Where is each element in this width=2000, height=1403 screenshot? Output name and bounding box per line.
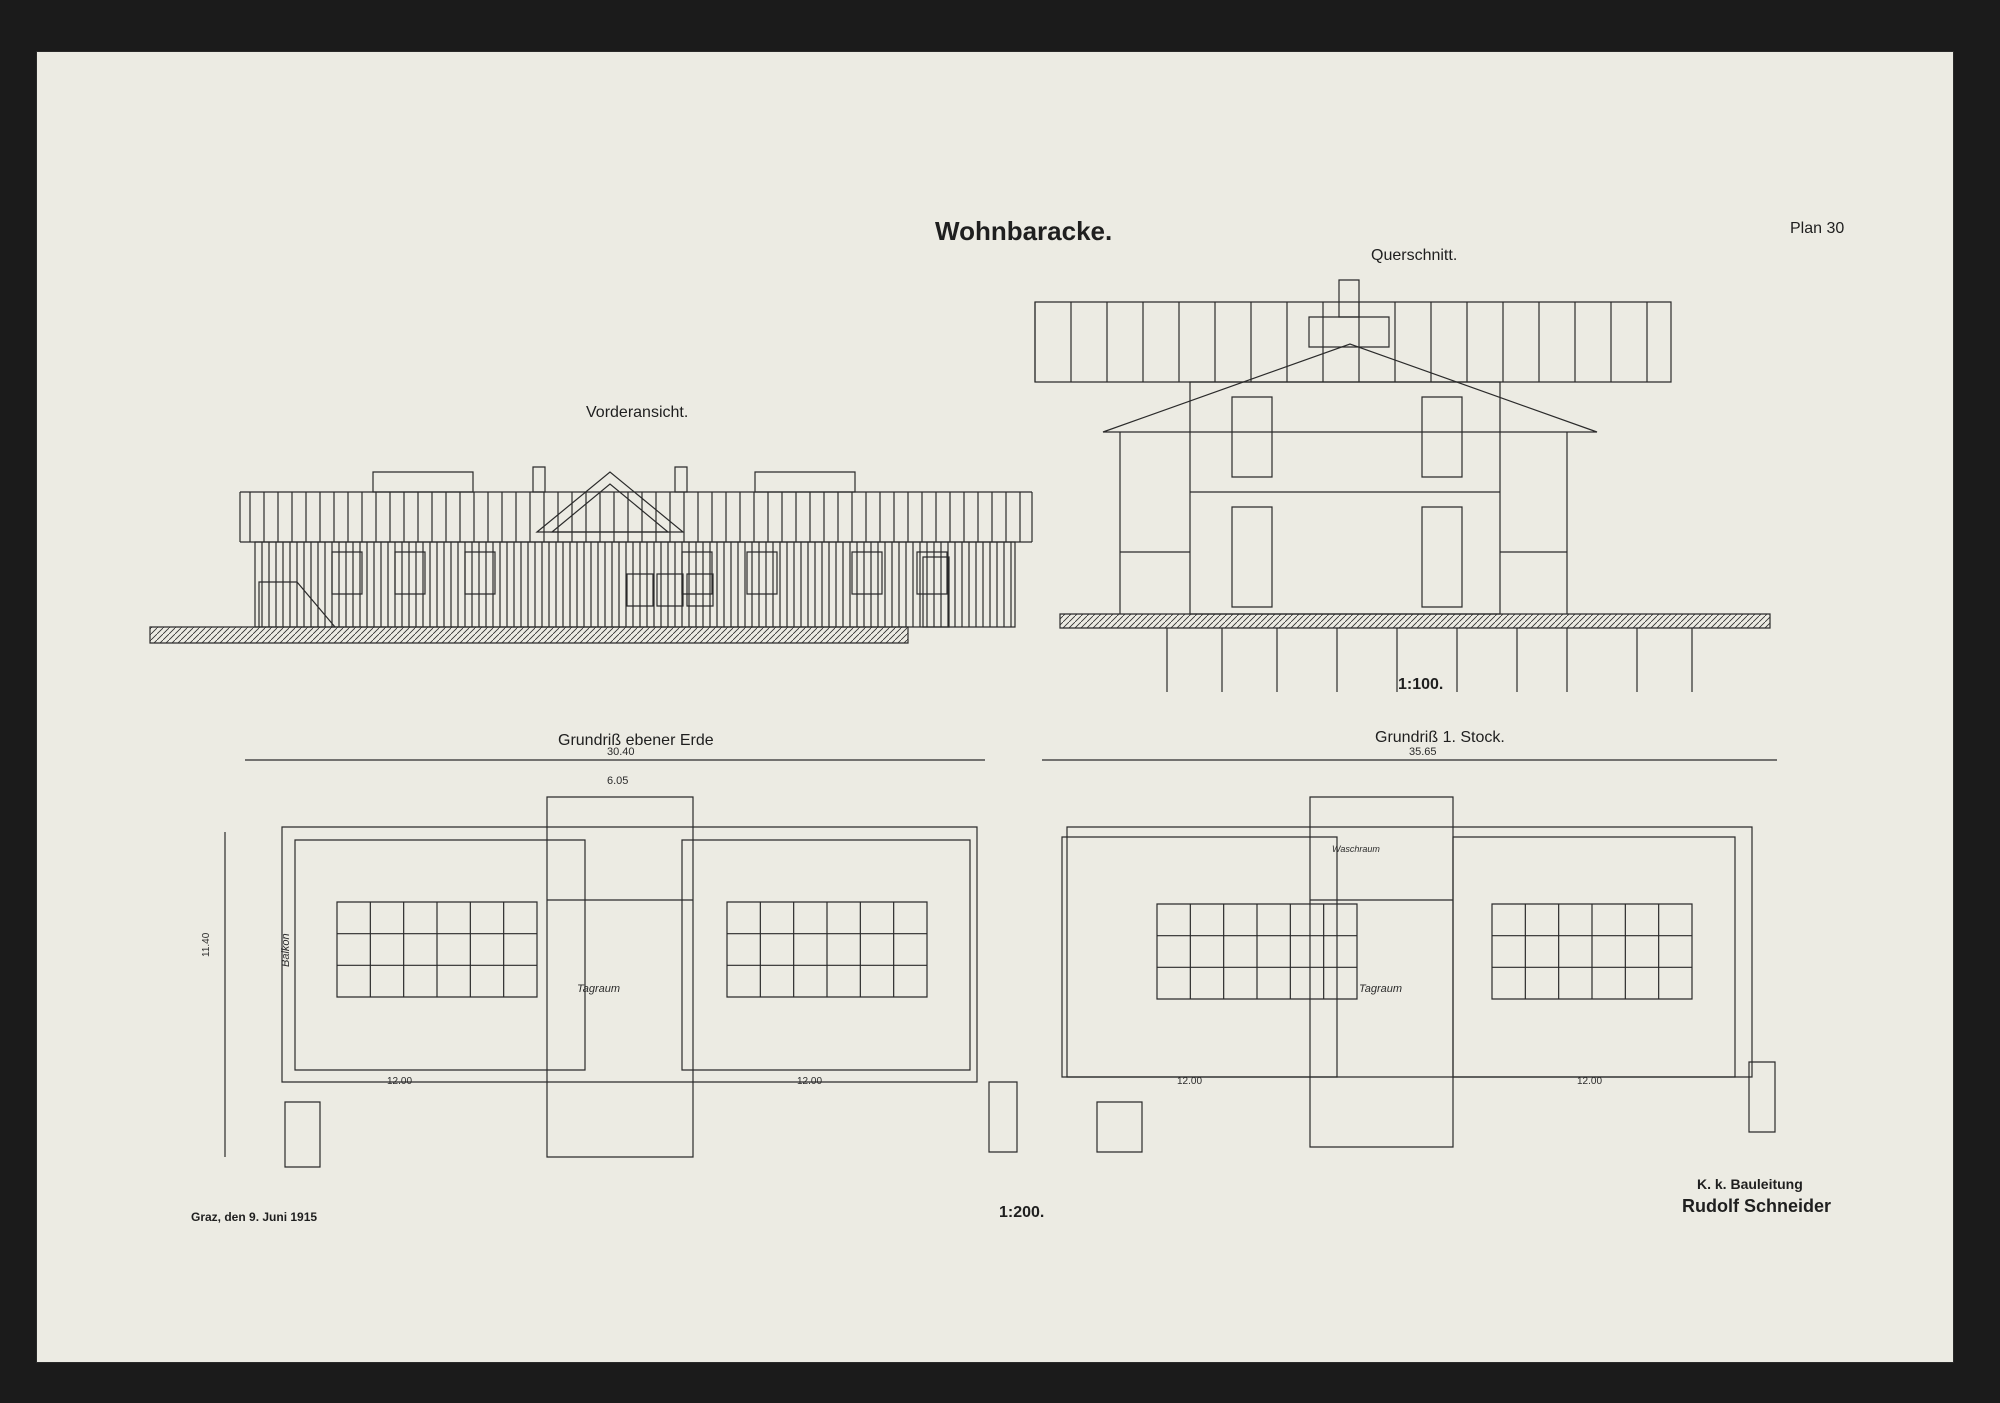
drawing-sheet: Wohnbaracke. Plan 30 Vorderansicht. Quer… <box>37 52 1953 1362</box>
roof-battens <box>250 492 1020 542</box>
gf-stair-left <box>285 1102 320 1167</box>
front-window <box>917 552 947 594</box>
section-door-ul <box>1232 397 1272 477</box>
gf-right-wing <box>682 840 970 1070</box>
ff-center-block <box>1310 797 1453 1147</box>
plan-number: Plan 30 <box>1790 220 1845 237</box>
ground-line <box>150 627 908 643</box>
chimney-right <box>675 467 687 492</box>
front-window <box>465 552 495 594</box>
signatory-name: Rudolf Schneider <box>1682 1196 1832 1216</box>
section-door-lr <box>1422 507 1462 607</box>
ff-dim-wing-right: 12.00 <box>1577 1076 1602 1087</box>
cross-section-drawing <box>37 52 1953 1362</box>
gf-dim-center: 6.05 <box>607 775 628 787</box>
front-elevation-drawing <box>37 52 1953 1362</box>
section-roof <box>1103 344 1597 432</box>
sheet-title: Wohnbaracke. <box>935 216 1113 246</box>
view-title-section: Querschnitt. <box>1371 247 1458 264</box>
gf-left-wing <box>295 840 585 1070</box>
gable-window <box>687 574 713 606</box>
front-window <box>747 552 777 594</box>
gf-bed-block-right <box>727 902 927 997</box>
gf-bed-block-left <box>337 902 537 997</box>
ff-room-wash: Waschraum <box>1332 844 1380 854</box>
chimney-left <box>533 467 545 492</box>
section-lantern <box>1309 317 1389 347</box>
front-window <box>852 552 882 594</box>
gf-room-balcony: Balkon <box>280 933 292 967</box>
ff-left-wing <box>1062 837 1337 1077</box>
ff-right-wing <box>1453 837 1735 1077</box>
gf-center-block <box>547 797 693 1157</box>
section-canopy <box>1035 302 1671 382</box>
view-title-first-floor: Grundriß 1. Stock. <box>1375 729 1505 746</box>
front-windows <box>332 552 947 606</box>
gf-outer-wall <box>282 827 977 1082</box>
entry-stair-left <box>259 582 335 627</box>
gable-window <box>627 574 653 606</box>
view-title-ground-floor: Grundriß ebener Erde <box>558 732 714 749</box>
gable-window <box>657 574 683 606</box>
ff-room-day: Tagraum <box>1359 983 1402 995</box>
front-window <box>332 552 362 594</box>
end-stair-right <box>923 557 949 627</box>
gf-room-day: Tagraum <box>577 983 620 995</box>
ff-stair-right <box>1749 1062 1775 1132</box>
ff-dim-wing-left: 12.00 <box>1177 1076 1202 1087</box>
front-window <box>395 552 425 594</box>
ff-bed-block-right <box>1492 904 1692 999</box>
section-door-ur <box>1422 397 1462 477</box>
gf-dim-wing-left: 12.00 <box>387 1076 412 1087</box>
gf-stair-right <box>989 1082 1017 1152</box>
gf-bunk-grid <box>337 902 927 997</box>
gf-dim-depth: 11.40 <box>201 932 212 957</box>
ff-outer-wall <box>1067 827 1752 1077</box>
gf-dim-wing-right: 12.00 <box>797 1076 822 1087</box>
ff-bunk-grid <box>1157 904 1692 999</box>
scale-upper: 1:100. <box>1398 676 1444 693</box>
front-window <box>682 552 712 594</box>
scale-lower: 1:200. <box>999 1204 1045 1221</box>
roof-vent-right <box>755 472 855 492</box>
section-vent-stack <box>1339 280 1359 317</box>
wall-siding <box>262 542 1011 627</box>
place-date: Graz, den 9. Juni 1915 <box>191 1210 318 1224</box>
view-title-front: Vorderansicht. <box>586 404 689 421</box>
section-ground-line <box>1060 614 1770 628</box>
ff-dim-total: 35.65 <box>1409 746 1437 758</box>
ff-bed-block-left <box>1157 904 1357 999</box>
roof-vent-left <box>373 472 473 492</box>
office-name: K. k. Bauleitung <box>1697 1176 1803 1192</box>
first-floor-plan: 35.65 Tagraum Waschraum 12.00 12.00 <box>37 746 1953 1362</box>
central-gable <box>537 472 683 532</box>
ground-floor-plan: 30.40 6.05 Tagraum Balkon 12.00 12.00 11… <box>201 746 1953 1362</box>
section-core <box>1190 382 1500 614</box>
ff-stair-left <box>1097 1102 1142 1152</box>
section-door-ll <box>1232 507 1272 607</box>
